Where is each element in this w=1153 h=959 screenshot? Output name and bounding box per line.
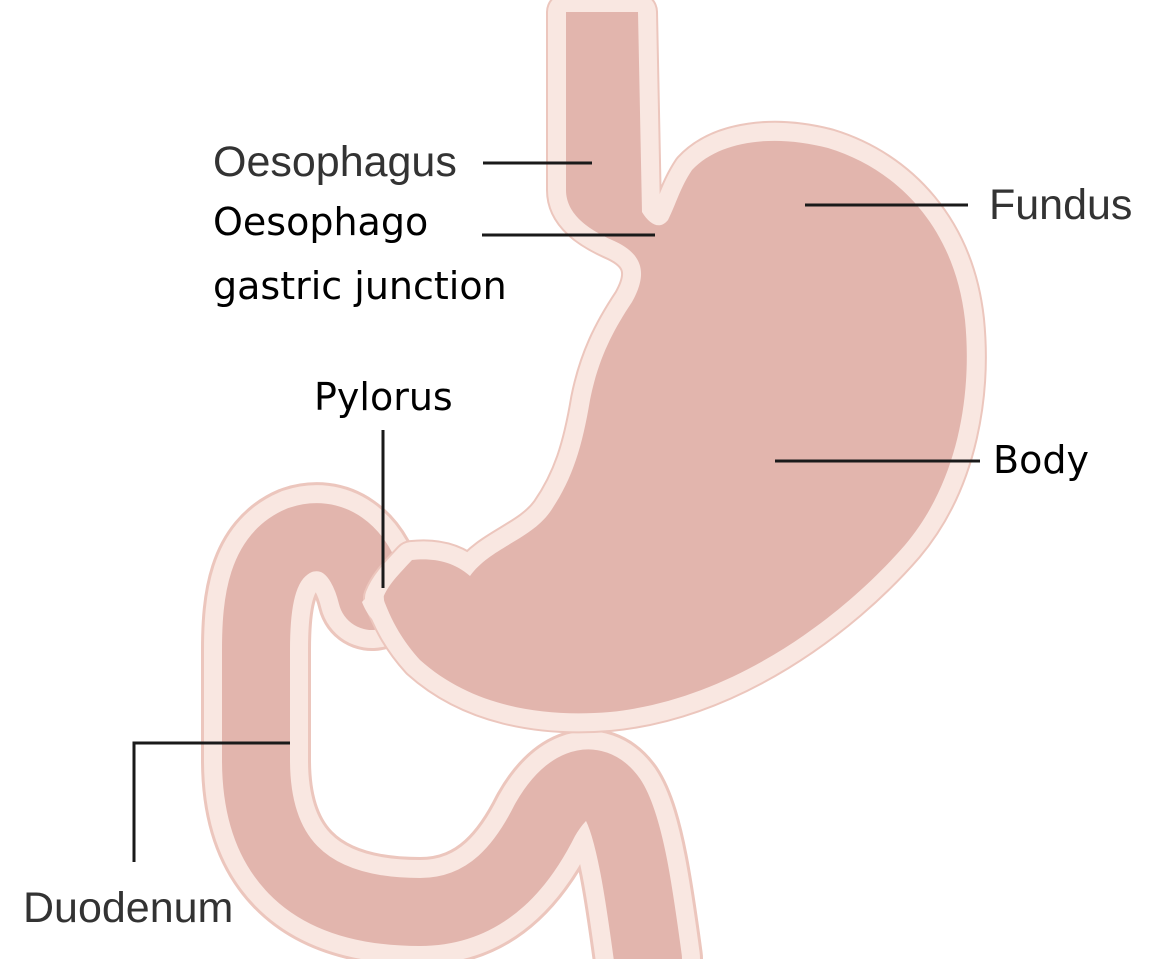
oesophagus-label: Oesophagus bbox=[213, 138, 457, 186]
stomach-lumen bbox=[383, 12, 967, 714]
pyloric-sphincter bbox=[362, 586, 388, 630]
fundus-label: Fundus bbox=[989, 181, 1133, 229]
ogj-label-line-1: Oesophago bbox=[213, 200, 429, 244]
oesophago-gastric-junction-label: Oesophago gastric junction bbox=[213, 190, 507, 318]
pylorus-label: Pylorus bbox=[314, 375, 453, 419]
duodenum-leader-line bbox=[132, 741, 290, 862]
leader-lines bbox=[132, 161, 980, 862]
body-label: Body bbox=[993, 438, 1089, 482]
duodenum-label: Duodenum bbox=[23, 884, 234, 932]
ogj-label-line-2: gastric junction bbox=[213, 264, 507, 308]
